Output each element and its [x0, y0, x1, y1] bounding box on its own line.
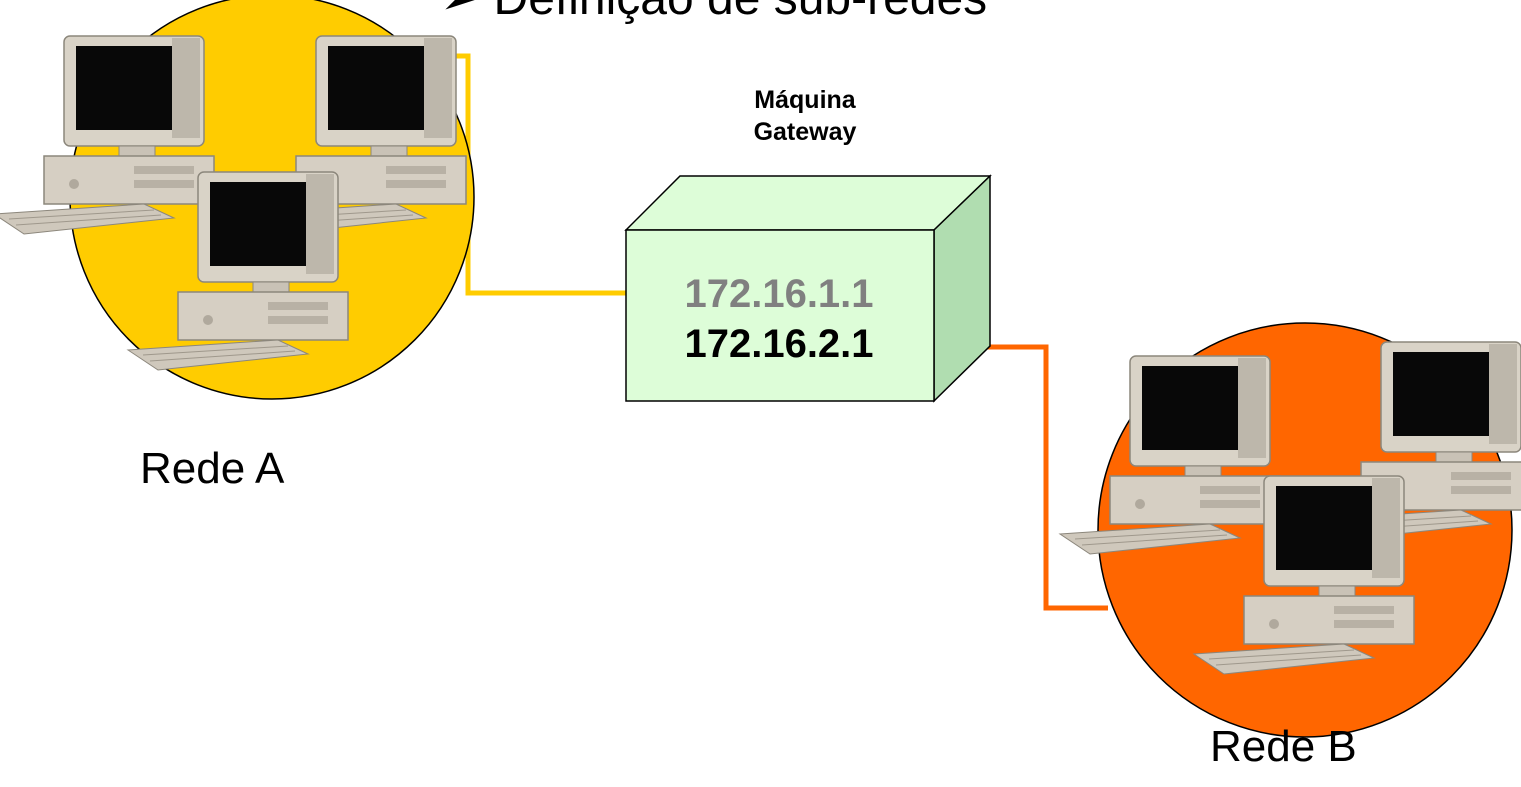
rede-a-label: Rede A	[140, 444, 285, 493]
gateway-ip-rede-a: 172.16.1.1	[684, 272, 874, 316]
gateway-caption: Máquina Gateway	[690, 84, 920, 148]
rede-b-label: Rede B	[1210, 722, 1357, 771]
gateway-ip-rede-b: 172.16.2.1	[684, 322, 874, 366]
computer-b1	[1059, 355, 1281, 555]
gateway-caption-line2: Gateway	[753, 118, 857, 146]
gateway-caption-line1: Máquina	[754, 86, 856, 114]
computer-a1	[0, 35, 215, 235]
slide-title: ➢ Definição de sub-redes	[440, 0, 987, 26]
gateway-box	[624, 174, 992, 403]
